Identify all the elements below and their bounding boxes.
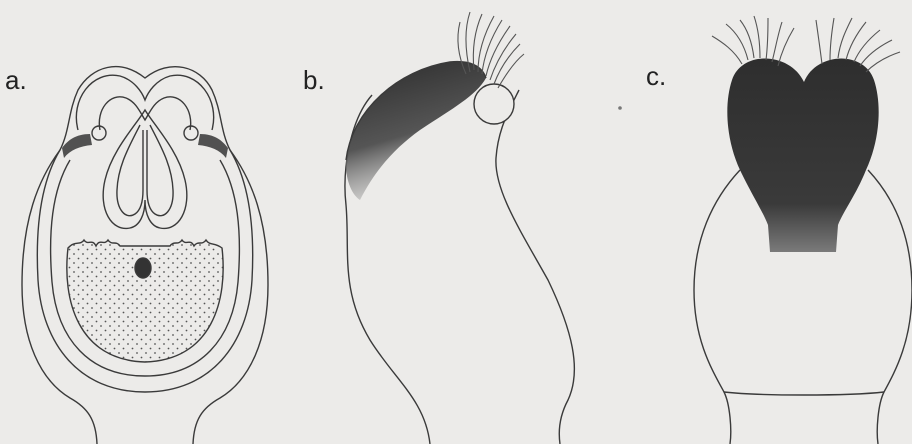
panel-b-pore — [474, 84, 514, 124]
panel-c-anther-heart — [727, 58, 878, 252]
panel-c-drawing — [694, 16, 912, 444]
panel-b-drawing — [345, 12, 574, 444]
panel-a-anther-lobes — [103, 110, 187, 228]
panel-a-drawing — [22, 67, 268, 444]
panel-label-a: a. — [5, 67, 27, 93]
panel-label-b: b. — [303, 67, 325, 93]
panel-label-c: c. — [646, 63, 666, 89]
panel-c-body-outline — [694, 170, 740, 444]
panel-a-ovule — [135, 258, 151, 278]
panel-c-left-tuft — [712, 16, 794, 66]
speck — [618, 106, 622, 110]
panel-a-top-lobes — [76, 75, 213, 130]
panel-b-right-outline — [496, 90, 575, 444]
panel-b-anther-cap — [346, 62, 486, 200]
